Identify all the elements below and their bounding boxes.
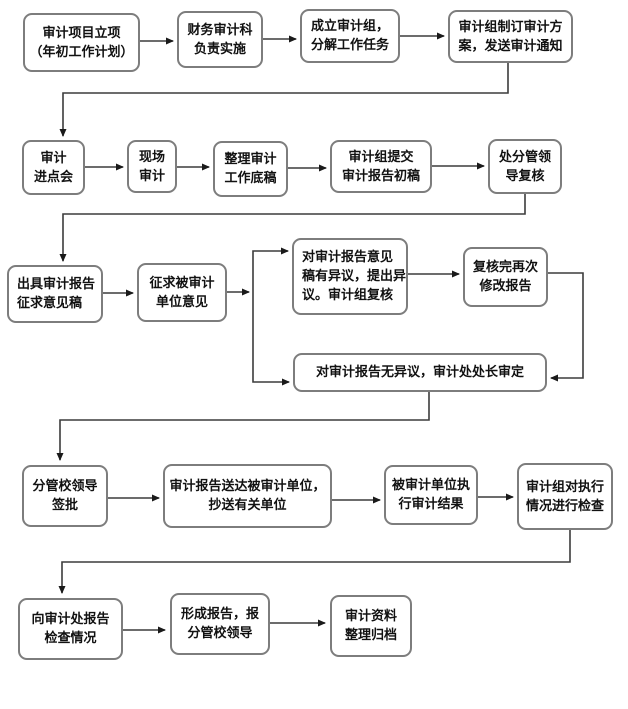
flow-node-school-leader-approve: 分管校领导签批 [22,465,108,527]
flow-node-label: 审计报告送达被审计单位， [169,479,326,494]
flow-node-label: 现场 [138,149,165,165]
flow-node-onsite-audit: 现场审计 [127,140,177,193]
flow-node-label: 审计组制订审计方 [458,19,563,35]
flow-node-working-papers: 整理审计工作底稿 [213,141,288,197]
flow-node-label: （年初工作计划） [29,44,134,60]
flow-node-label: 抄送有关单位 [208,498,287,513]
flow-node-label: 征求被审计 [149,275,215,291]
flow-node-label: 审计资料 [344,609,397,624]
flow-node-deliver-report: 审计报告送达被审计单位， 抄送有关单位 [163,464,332,528]
flow-node-label: 财务审计科 [187,22,253,38]
flow-node-implementation-check: 审计组对执行情况进行检查 [517,463,613,530]
flow-node-label: 处分管领 [498,149,551,165]
flow-node-solicit-opinions: 征求被审计单位意见 [137,263,227,322]
flow-node-draft-report: 审计组提交审计报告初稿 [330,140,432,193]
flow-node-form-report-to-leader: 形成报告，报分管校领导 [170,593,270,655]
flow-node-label: 审计 [138,168,165,184]
flow-node-leader-review: 处分管领导复核 [488,139,562,194]
flow-node-label: 被审计单位执 [391,478,470,493]
flow-node-label: 情况进行检查 [525,498,604,514]
flow-node-label: 向审计处报告 [31,612,110,627]
flow-node-label: 整理归档 [344,628,397,643]
flow-node-label: 出具审计报告 [17,277,96,292]
flow-node-label: 导复核 [505,168,545,184]
flow-node-objection-review: 对审计报告意见稿有异议，提出异议。审计组复核 [292,238,408,315]
flow-connector [56,392,430,461]
flow-node-no-objection-final: 对审计报告无异议，审计处处长审定 [293,353,547,392]
flow-node-label: 成立审计组， [310,19,389,34]
flow-connector [59,194,526,262]
flow-node-label: 复核完再次 [472,260,538,275]
flow-node-finance-audit-implement: 财务审计科负责实施 [177,11,263,68]
flow-node-archive-files: 审计资料整理归档 [330,595,412,657]
flow-node-label: 分管校领导 [32,479,98,494]
flow-node-label: 征求意见稿 [17,296,83,311]
flow-node-label: 议。审计组复核 [302,288,394,303]
flow-node-label: 审计组对执行 [525,479,604,495]
flow-node-form-audit-team: 成立审计组， 分解工作任务 [300,9,400,63]
flow-node-label: 修改报告 [479,279,532,294]
flow-node-label: 单位意见 [155,294,208,310]
flow-node-label: 审计项目立项 [42,25,121,41]
flow-node-label: 整理审计 [224,152,277,167]
flow-node-report-to-audit-office: 向审计处报告检查情况 [18,598,123,660]
flow-connector [59,63,509,137]
flow-node-label: 对审计报告无异议，审计处处长审定 [315,365,524,380]
flow-node-label: 分解工作任务 [310,38,389,53]
flow-node-revise-report: 复核完再次修改报告 [463,247,548,307]
flow-node-audit-plan-notice: 审计组制订审计方案，发送审计通知 [448,10,573,63]
flow-node-label: 分管校领导 [187,626,253,641]
flow-node-label: 审计报告初稿 [341,168,420,184]
flow-node-label: 稿有异议，提出异 [302,269,407,284]
flow-node-entry-meeting: 审计进点会 [22,140,85,195]
flow-node-label: 案，发送审计通知 [458,38,563,54]
flow-node-label: 签批 [51,498,78,513]
flow-node-draft-for-comments: 出具审计报告征求意见稿 [7,265,103,323]
flow-node-label: 形成报告，报 [180,607,259,622]
flow-connector [252,292,290,386]
flow-node-label: 检查情况 [44,631,97,646]
flow-connector [548,272,584,382]
flow-node-project-initiation: 审计项目立项 （年初工作计划） [23,13,140,72]
flow-connector [252,247,289,292]
flow-node-label: 审计组提交 [348,149,414,165]
flow-node-label: 行审计结果 [398,497,464,512]
flow-node-implement-results: 被审计单位执行审计结果 [384,465,478,525]
flow-connector [58,530,571,594]
flow-node-label: 对审计报告意见 [302,250,394,265]
flow-node-label: 负责实施 [193,41,246,57]
flow-node-label: 工作底稿 [224,171,277,186]
flow-node-label: 审计 [40,150,67,166]
flow-node-label: 进点会 [33,169,73,185]
